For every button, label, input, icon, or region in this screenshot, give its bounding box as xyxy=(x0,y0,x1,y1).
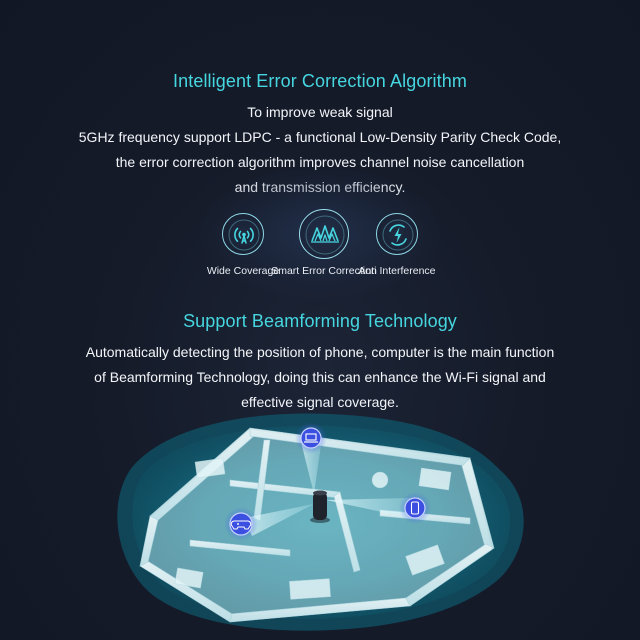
feature-label: Anti Interference xyxy=(358,265,436,277)
shield-bolt-icon xyxy=(376,213,418,255)
laptop-icon xyxy=(295,422,327,454)
section1-line: the error correction algorithm improves … xyxy=(115,154,525,170)
section2-line: effective signal coverage. xyxy=(241,394,399,410)
floor-slab xyxy=(140,430,492,622)
section2-description: Automatically detecting the position of … xyxy=(20,340,620,415)
feature-label: Wide Coverage xyxy=(206,265,280,277)
furniture xyxy=(174,457,452,600)
gamepad-icon xyxy=(224,507,258,541)
section1-line: To improve weak signal xyxy=(247,104,393,120)
signal-wave-icon xyxy=(299,209,349,259)
feature-label: Smart Error Correction xyxy=(271,265,377,277)
section2-line: Automatically detecting the position of … xyxy=(85,344,555,360)
section1-line: 5GHz frequency support LDPC - a function… xyxy=(78,129,562,145)
section2-line: of Beamforming Technology, doing this ca… xyxy=(94,369,546,385)
phone-icon xyxy=(399,492,431,524)
section1-title: Intelligent Error Correction Algorithm xyxy=(173,71,467,91)
router-icon xyxy=(310,490,330,523)
beamforming-illustration xyxy=(117,413,524,631)
antenna-icon xyxy=(222,213,264,255)
section2-title: Support Beamforming Technology xyxy=(183,311,457,331)
